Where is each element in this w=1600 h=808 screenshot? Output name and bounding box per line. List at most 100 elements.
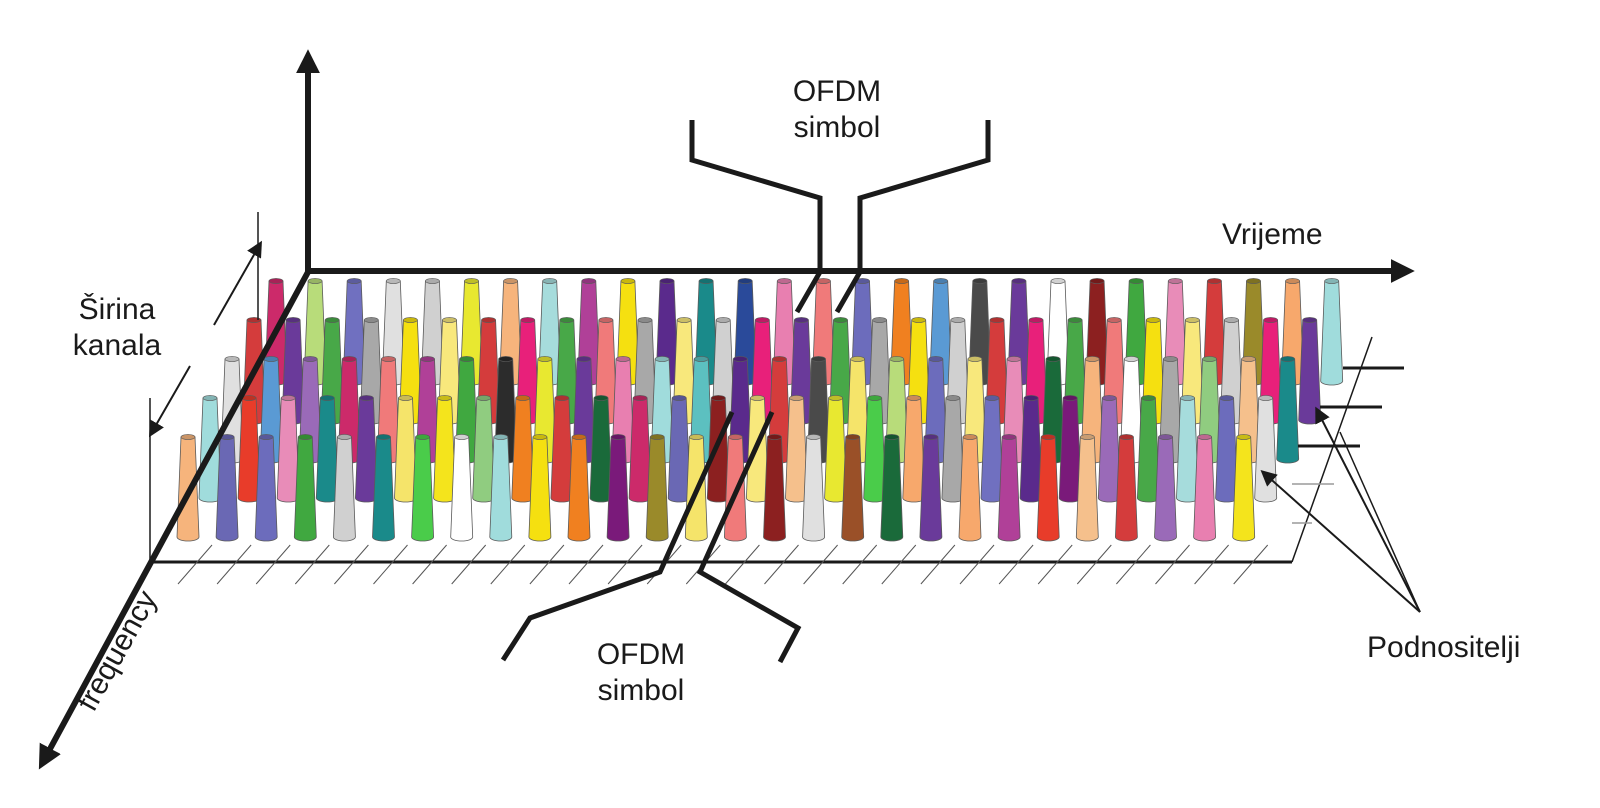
cone-top — [945, 395, 961, 401]
cone-top — [1102, 395, 1117, 401]
cone-body — [1193, 436, 1217, 542]
subcarrier-cone — [863, 395, 887, 503]
cone-top — [1028, 317, 1044, 323]
cone-top — [950, 317, 966, 323]
cone-body — [980, 397, 1004, 503]
subcarrier-cone — [450, 434, 474, 542]
cone-top — [437, 395, 452, 401]
ofdm-top-label-line2: simbol — [793, 111, 881, 144]
floor-hatch-mark — [1194, 544, 1229, 585]
floor-hatch-mark — [1155, 544, 1190, 585]
cone-body — [315, 397, 339, 503]
subcarrier-cone — [1136, 395, 1160, 503]
cone-top — [772, 356, 787, 362]
cone-body — [1232, 436, 1256, 542]
cone-top — [1146, 317, 1161, 323]
subcarrier-cone — [980, 395, 1004, 503]
cone-body — [215, 436, 239, 542]
ofdm-bottom-brace-left — [500, 410, 735, 662]
floor-hatch-mark — [725, 544, 760, 585]
cone-top — [1006, 356, 1022, 362]
cone-top — [806, 434, 821, 440]
cone-body — [550, 397, 574, 503]
channel-width-label-line1: Širina — [78, 293, 156, 326]
cone-top — [503, 278, 518, 284]
cone-body — [254, 436, 278, 542]
ofdm-top-label: OFDM simbol — [770, 74, 904, 146]
cone-top — [1324, 278, 1339, 284]
cone-top — [246, 317, 262, 323]
subcarrier-cone — [567, 434, 591, 542]
cone-top — [559, 317, 575, 323]
subcarrier-cone — [628, 395, 652, 503]
cone-top — [363, 317, 379, 323]
floor-hatch-mark — [177, 544, 213, 585]
cone-top — [554, 395, 570, 401]
subcarrier-cone — [354, 395, 378, 503]
floor-hatch-mark — [568, 544, 604, 585]
cone-top — [972, 278, 988, 284]
cone-top — [884, 434, 900, 440]
subcarrier-cone — [706, 395, 730, 503]
cone-body — [606, 436, 630, 542]
cone-top — [989, 317, 1005, 323]
cone-top — [1011, 278, 1027, 284]
cone-top — [337, 434, 352, 440]
cone-top — [346, 278, 362, 284]
subcarrier-cone — [394, 395, 417, 503]
floor-hatch-mark — [216, 544, 252, 585]
ofdm-top-brace-right — [834, 120, 991, 314]
floor-hatch-mark — [1116, 544, 1151, 585]
subcarrier-cone — [1254, 395, 1278, 503]
subcarrier-cone — [763, 434, 786, 542]
subcarrier-cone — [1232, 434, 1256, 542]
subcarrier-pointer-2 — [1260, 470, 1421, 613]
cone-top — [1040, 434, 1056, 440]
subcarrier-cone — [606, 434, 630, 542]
cone-body — [1097, 397, 1121, 503]
cone-top — [537, 356, 553, 362]
cone-top — [319, 395, 335, 401]
cone-body — [472, 397, 496, 503]
subcarrier-cone — [1215, 395, 1239, 503]
cone-top — [962, 434, 978, 440]
cone-top — [476, 395, 492, 401]
cone-top — [297, 434, 313, 440]
cone-body — [1019, 397, 1043, 503]
cone-body — [1114, 436, 1138, 542]
cone-top — [1197, 434, 1212, 440]
cone-top — [615, 356, 631, 362]
channel-width-label-line2: kanala — [72, 329, 162, 362]
cone-body — [863, 397, 887, 503]
cone-top — [1067, 317, 1083, 323]
floor-hatch-mark — [920, 544, 956, 585]
cone-body — [567, 436, 591, 542]
subcarrier-cone — [215, 434, 239, 542]
cone-top — [520, 317, 536, 323]
cone-top — [542, 278, 558, 284]
floor-right-edge — [1291, 336, 1373, 563]
cone-top — [1168, 278, 1183, 284]
subcarrier-cone — [1176, 395, 1199, 503]
cone-top — [833, 317, 848, 323]
floor-hatch-mark — [334, 544, 369, 585]
cone-top — [671, 395, 687, 401]
cone-top — [732, 356, 748, 362]
cone-body — [450, 436, 474, 542]
time-axis-label: Vrijeme — [1222, 218, 1323, 251]
subcarrier-cone — [1058, 395, 1082, 503]
cone-top — [872, 317, 887, 323]
cone-top — [1045, 356, 1061, 362]
subcarrier-cone — [254, 434, 278, 542]
cone-top — [1302, 317, 1317, 323]
cone-body — [667, 397, 691, 503]
cone-body — [1075, 436, 1099, 542]
cone-top — [385, 278, 401, 284]
subcarrier-cone — [785, 395, 808, 503]
cone-top — [1128, 278, 1144, 284]
frequency-axis — [38, 270, 311, 770]
cone-top — [1084, 356, 1100, 362]
subcarrier-cone — [902, 395, 926, 503]
cone-top — [850, 356, 865, 362]
ofdm-top-brace-left — [689, 120, 823, 314]
